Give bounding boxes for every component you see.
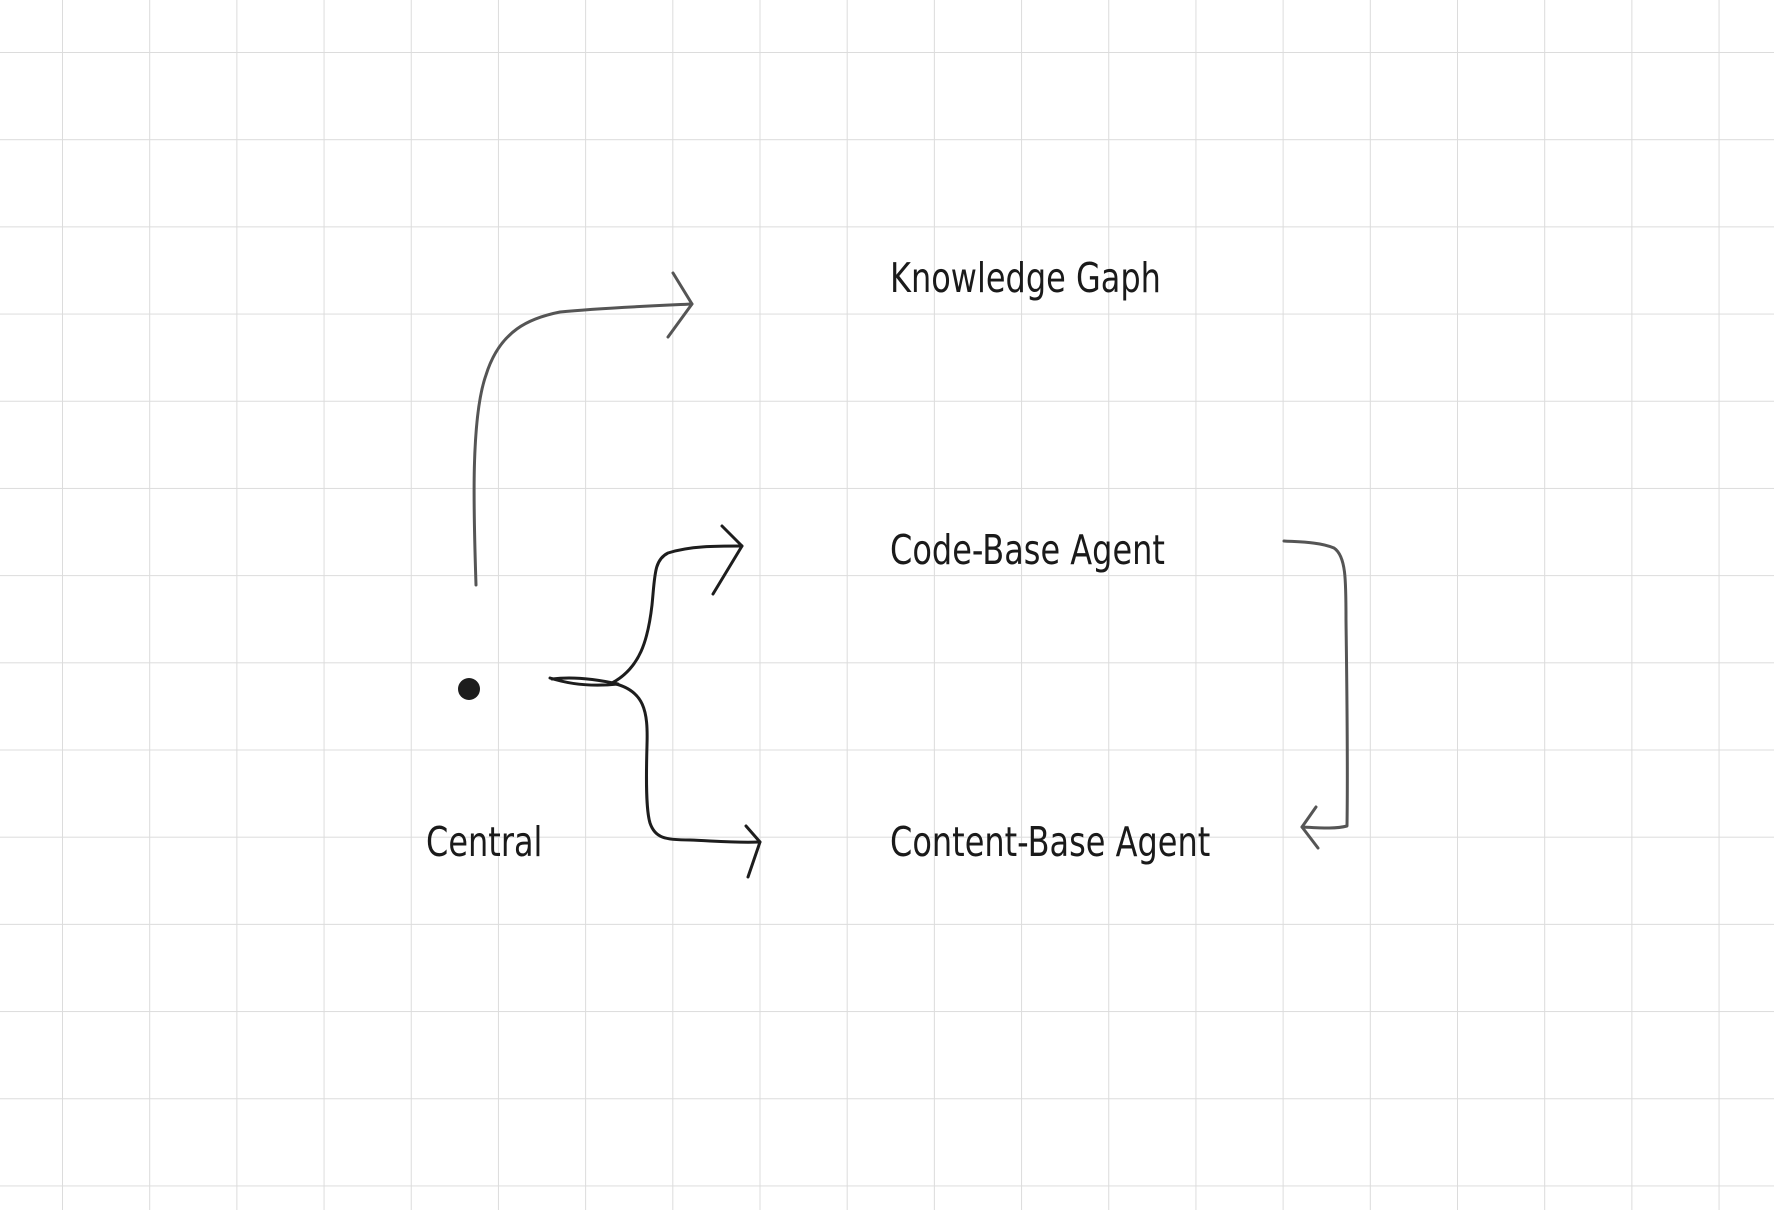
node-label-knowledge-graph[interactable]: Knowledge Gaph bbox=[890, 254, 1161, 302]
arrowhead-code-base-agent bbox=[711, 524, 744, 596]
central-node-dot[interactable] bbox=[458, 678, 480, 700]
edge-code-base-to-content-base bbox=[1282, 539, 1349, 830]
arrowhead-knowledge-graph bbox=[666, 271, 694, 339]
arrowhead-content-base-agent bbox=[744, 824, 762, 879]
edge-central-to-content-base-agent bbox=[610, 681, 762, 844]
node-label-content-base-agent[interactable]: Content-Base Agent bbox=[890, 818, 1211, 866]
edge-central-to-knowledge-graph bbox=[472, 302, 694, 587]
edge-central-stem bbox=[548, 676, 620, 687]
node-label-code-base-agent[interactable]: Code-Base Agent bbox=[890, 526, 1165, 574]
arrowhead-content-base-agent-feedback bbox=[1300, 805, 1320, 850]
node-label-central[interactable]: Central bbox=[426, 818, 543, 866]
edge-central-to-code-base-agent bbox=[610, 544, 744, 685]
